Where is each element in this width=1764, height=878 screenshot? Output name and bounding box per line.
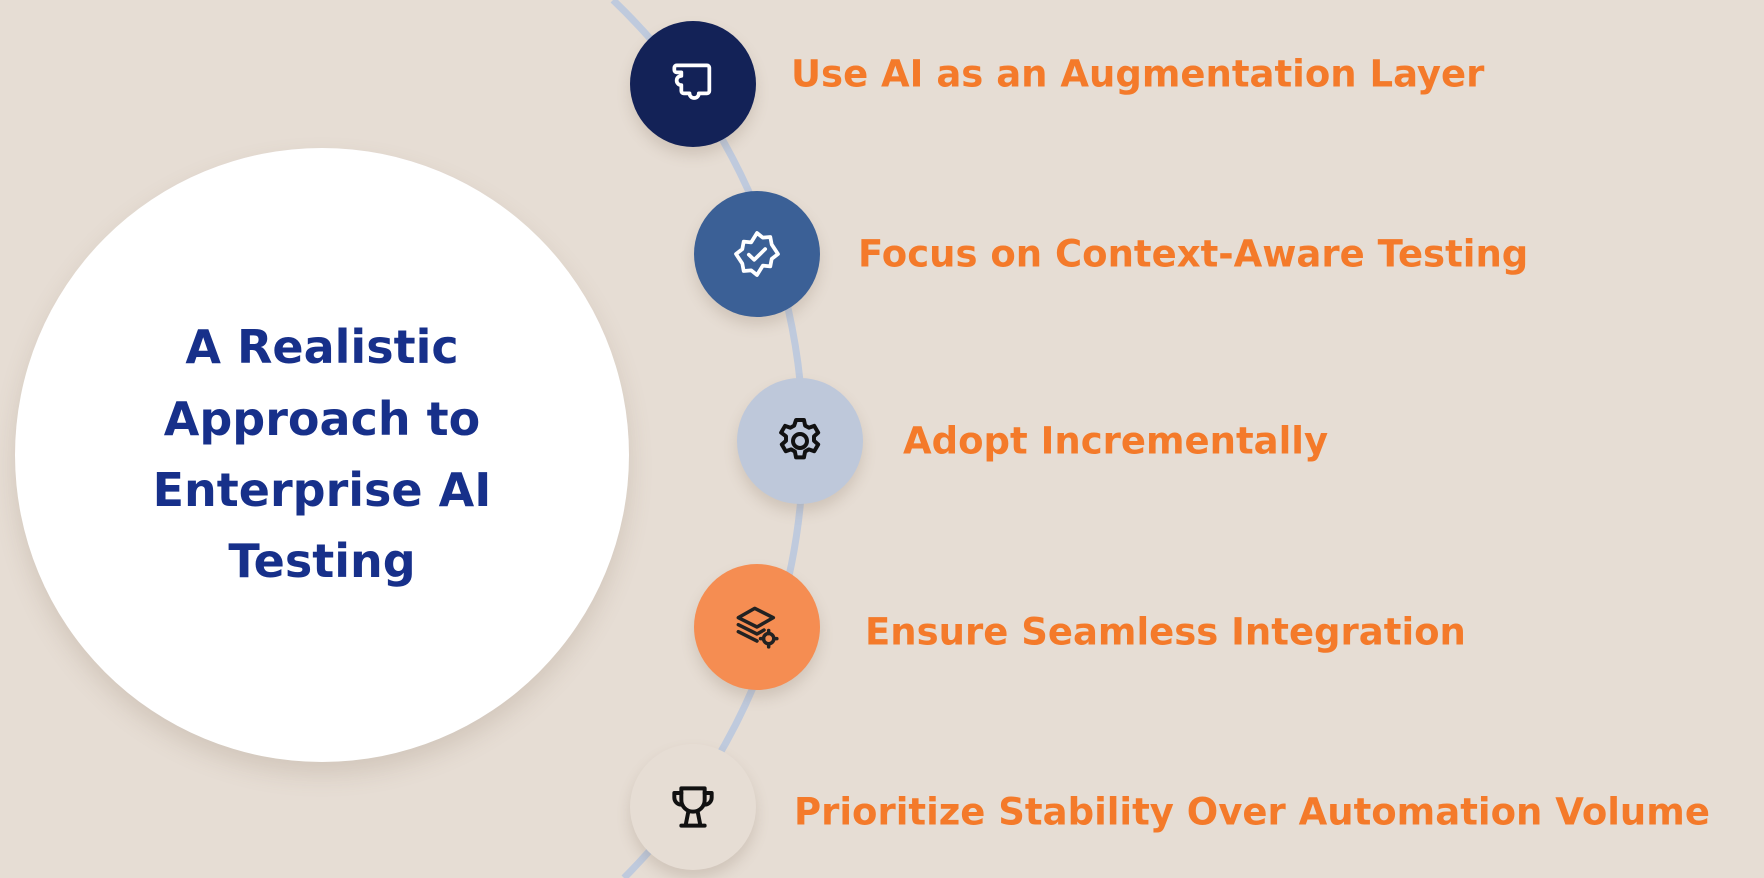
step-2-label: Focus on Context-Aware Testing	[858, 232, 1529, 276]
step-5-node	[630, 744, 756, 870]
badge-check-icon	[734, 231, 780, 277]
step-2-node	[694, 191, 820, 317]
trophy-icon	[672, 786, 714, 828]
step-4-label: Ensure Seamless Integration	[865, 610, 1466, 654]
central-title-circle: A Realistic Approach to Enterprise AI Te…	[15, 148, 629, 762]
step-3-label: Adopt Incrementally	[903, 419, 1329, 463]
layers-gear-icon	[736, 606, 779, 649]
step-1-node	[630, 21, 756, 147]
puzzle-icon	[672, 63, 712, 100]
step-1-label: Use AI as an Augmentation Layer	[791, 52, 1485, 96]
step-3-node	[737, 378, 863, 504]
step-4-node	[694, 564, 820, 690]
diagram-title: A Realistic Approach to Enterprise AI Te…	[152, 320, 492, 589]
gear-icon	[779, 418, 821, 460]
step-5-label: Prioritize Stability Over Automation Vol…	[794, 790, 1710, 834]
